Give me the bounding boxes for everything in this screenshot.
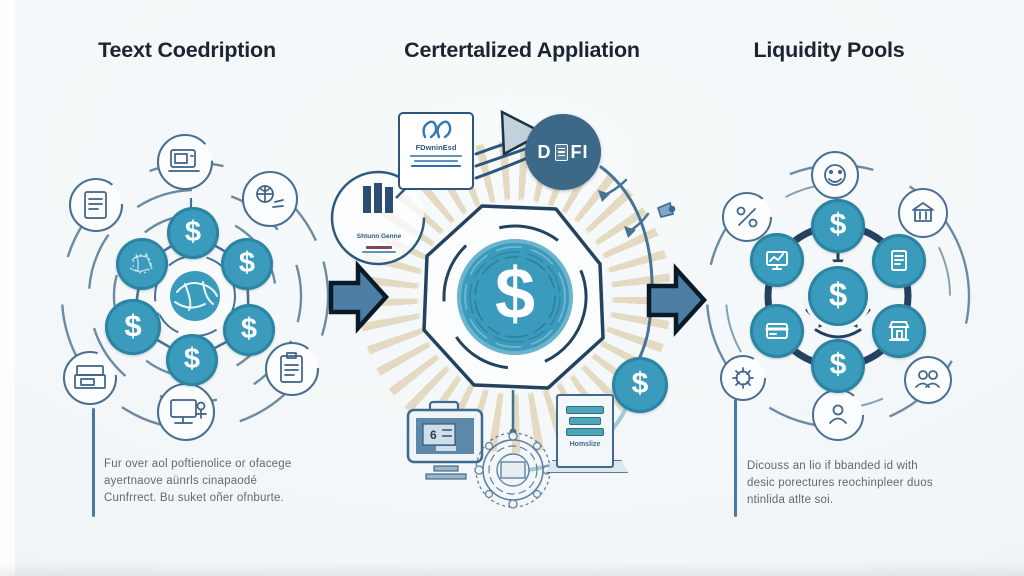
speckle-texture	[129, 252, 153, 274]
dollar-node: $	[811, 199, 865, 253]
defi-label-suffix: FI	[570, 141, 589, 162]
caption-line: ayertnaove aünrls cinapaodé	[104, 474, 258, 487]
caption-line: desic porectures reochinpleer duos	[747, 476, 933, 489]
micro-text-line	[410, 154, 462, 157]
dollar-sign: $	[829, 208, 847, 241]
dollar-node: $	[105, 299, 161, 355]
percent-icon	[736, 206, 758, 228]
card-label: FDwninEsd	[415, 143, 457, 152]
document-icon	[891, 250, 907, 271]
people-icon	[915, 370, 940, 388]
dollar-node: $	[167, 207, 219, 259]
workstation-icon	[170, 399, 207, 424]
arrowhead	[624, 226, 636, 238]
badge-flow-arc	[599, 165, 654, 359]
chart-micro-text	[357, 244, 401, 253]
globe-sketch-icon	[170, 271, 220, 321]
outer-icon-circles	[62, 133, 320, 442]
dollar-sign: $	[240, 312, 258, 345]
dollar-node: $	[811, 339, 865, 393]
dollar-sign: $	[124, 308, 142, 343]
document-label: Homslize	[569, 441, 601, 448]
document-node	[872, 234, 926, 288]
panel-title-middle: Certertalized Appliation	[404, 38, 640, 62]
clipboard-icon	[280, 352, 303, 383]
horn-icon	[657, 201, 676, 218]
person-icon	[829, 404, 847, 424]
dollar-node: $	[612, 357, 668, 413]
dollar-node: $	[223, 304, 275, 356]
micro-text-line	[366, 246, 392, 249]
loops-icon	[422, 120, 452, 139]
dollar-sign: $	[184, 215, 202, 248]
left-caption: Fur over aol poftienolice or ofacege aye…	[104, 456, 329, 506]
shop-icon	[888, 321, 910, 341]
bottom-shade	[0, 562, 1024, 576]
dollar-sign: $	[829, 348, 847, 381]
arrowhead	[500, 109, 546, 157]
promise-card: FDwninEsd	[398, 112, 474, 190]
chart-circle-label: Shtunn Genne	[356, 233, 402, 240]
card-icon	[765, 323, 789, 339]
dollar-sign: $	[631, 367, 649, 400]
left-caption-bar	[92, 408, 95, 517]
micro-text-line	[362, 250, 396, 253]
monitor-screen-text: 6	[430, 428, 437, 442]
monitor-node	[750, 233, 804, 287]
defi-document-icon	[554, 143, 568, 161]
printer-icon	[74, 365, 106, 389]
dollar-sign: $	[183, 342, 201, 375]
bank-icon	[912, 202, 934, 222]
micro-text-line	[411, 164, 461, 167]
dollar-sign: $	[494, 254, 536, 334]
central-coin: $	[457, 239, 573, 355]
smiley-icon	[824, 164, 846, 186]
card-node	[750, 304, 804, 358]
gear-icon	[732, 367, 754, 389]
defi-label-prefix: D	[537, 141, 552, 162]
doc-line	[569, 417, 601, 425]
inner-dashed-ring	[442, 224, 588, 370]
doc-line	[566, 406, 604, 414]
defi-badge: D FI	[525, 114, 601, 190]
outer-icon-circles	[720, 151, 952, 441]
left-network-diagram	[60, 133, 330, 442]
left-edge-strip	[0, 0, 15, 576]
file-icon: Homslize	[556, 394, 614, 468]
panel-title-left: Teext Coedription	[98, 38, 276, 62]
monitor-icon: 6	[406, 400, 484, 480]
dollar-node: $	[221, 238, 273, 290]
caption-line: Dicouss an lio if bbanded id with	[747, 460, 918, 472]
dollar-sign: $	[828, 276, 848, 313]
panel-title-right: Liquidity Pools	[753, 38, 905, 62]
dollar-node: $	[166, 334, 218, 386]
shop-node	[872, 304, 926, 358]
caption-line: ntinlida atlte soi.	[747, 493, 834, 506]
coin-scribble-rings	[464, 246, 566, 348]
center-dollar-node: $	[808, 266, 868, 326]
caption-line: Cunfrrect. Bu suket oñer ofnburte.	[104, 491, 285, 504]
monitor-icon	[766, 251, 788, 270]
outer-arcs	[705, 163, 971, 429]
right-caption: Dicouss an lio if bbanded id with desic …	[747, 458, 957, 508]
arrowhead	[598, 190, 610, 202]
micro-text-line	[414, 159, 458, 162]
doc-line	[566, 428, 604, 436]
computer-icon	[168, 149, 200, 172]
textured-node	[116, 238, 168, 290]
globe-icon	[256, 185, 284, 208]
document-icon	[84, 191, 107, 219]
caption-line: Fur over aol poftienolice or ofacege	[104, 458, 292, 470]
right-caption-bar	[734, 399, 737, 517]
dollar-sign: $	[238, 246, 256, 279]
